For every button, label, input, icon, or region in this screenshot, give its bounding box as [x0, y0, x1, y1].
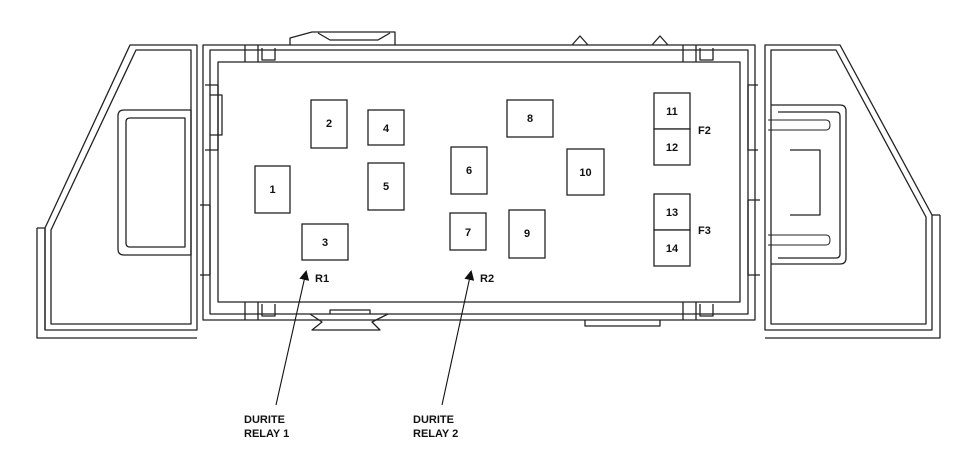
relay2-callout-line1: DURITE	[413, 414, 454, 426]
slot-11[interactable]: 11	[653, 92, 691, 130]
left-wing	[36, 44, 198, 339]
slot-5[interactable]: 5	[367, 162, 405, 211]
slot-4-label: 4	[383, 123, 390, 135]
slot-group: 1 2 3 4 5 6 7 8	[254, 92, 691, 267]
slot-9-label: 9	[524, 228, 530, 240]
label-r2: R2	[480, 273, 494, 285]
slot-13-label: 13	[666, 207, 678, 219]
slot-1-label: 1	[269, 184, 275, 196]
slot-12[interactable]: 12	[653, 128, 691, 166]
label-f3: F3	[698, 225, 711, 237]
slot-8-label: 8	[527, 113, 533, 125]
slot-7[interactable]: 7	[449, 212, 487, 251]
slot-5-label: 5	[383, 181, 389, 193]
slot-6-label: 6	[466, 165, 472, 177]
relay2-arrow	[441, 270, 475, 406]
label-r1: R1	[315, 273, 329, 285]
relay1-callout-line2: RELAY 1	[244, 428, 289, 440]
label-f2: F2	[698, 125, 711, 137]
relay1-callout-line1: DURITE	[244, 414, 285, 426]
slot-14[interactable]: 14	[653, 229, 691, 267]
slot-2[interactable]: 2	[310, 99, 348, 149]
slot-8[interactable]: 8	[506, 99, 554, 138]
slot-10-label: 10	[579, 167, 591, 179]
right-wing	[764, 44, 941, 339]
relay1-arrow	[275, 270, 310, 406]
slot-10[interactable]: 10	[566, 148, 605, 196]
slot-2-label: 2	[326, 118, 332, 130]
slot-1[interactable]: 1	[254, 165, 291, 214]
slot-14-label: 14	[666, 243, 679, 255]
slot-3[interactable]: 3	[301, 223, 349, 261]
main-body	[200, 31, 760, 331]
slot-12-label: 12	[666, 142, 678, 154]
relay2-callout-line2: RELAY 2	[413, 428, 458, 440]
slot-6[interactable]: 6	[450, 146, 488, 195]
slot-11-label: 11	[666, 106, 678, 118]
slot-13[interactable]: 13	[653, 193, 691, 231]
slot-7-label: 7	[465, 227, 471, 239]
slot-4[interactable]: 4	[367, 109, 405, 146]
slot-3-label: 3	[322, 237, 328, 249]
slot-9[interactable]: 9	[508, 209, 546, 259]
